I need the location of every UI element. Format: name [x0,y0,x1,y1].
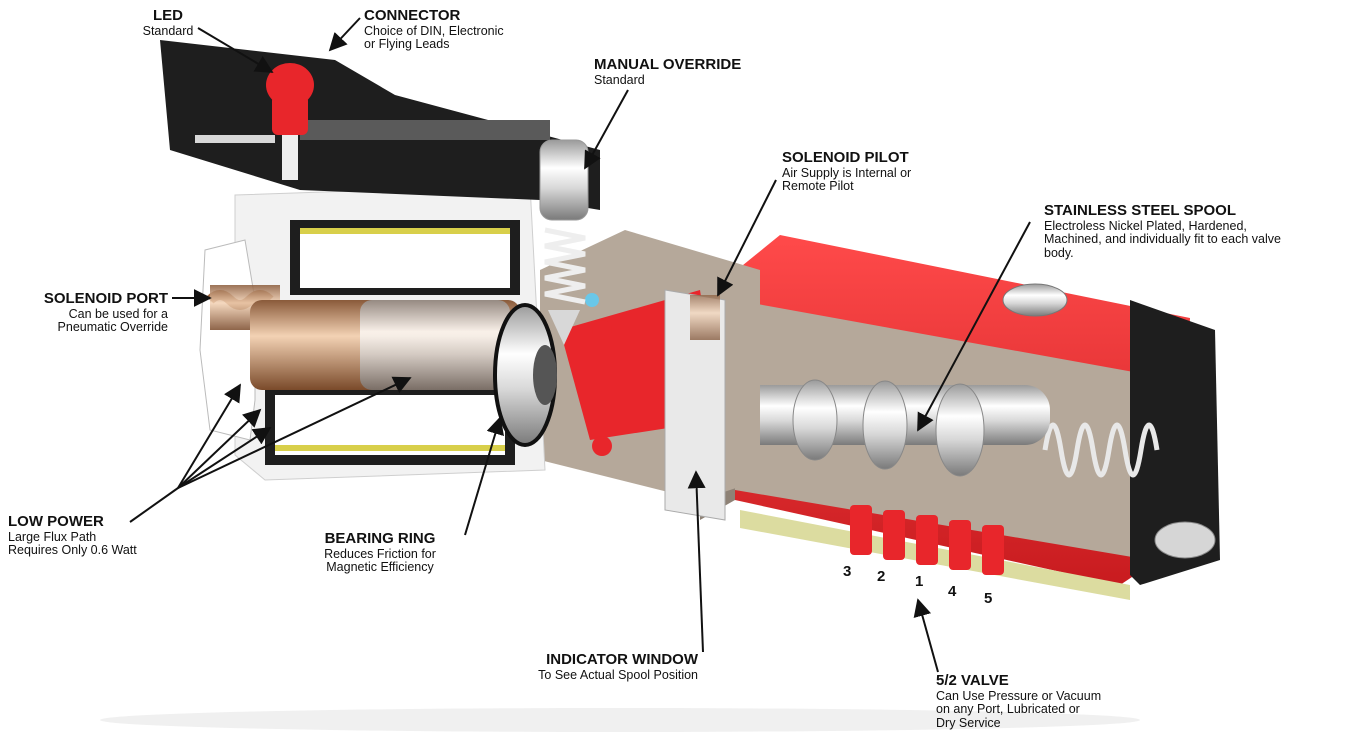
label-manual-override-title: MANUAL OVERRIDE [594,56,742,73]
label-solenoid-pilot-desc2: Remote Pilot [782,179,854,194]
label-solenoid-pilot-title: SOLENOID PILOT [782,149,909,166]
pointer-low-power-b [177,408,262,489]
pointer-connector [328,17,361,52]
label-solenoid-pilot-desc1: Air Supply is Internal or [782,165,912,180]
label-52-valve: 5/2 VALVE Can Use Pressure or Vacuum on … [936,672,1102,731]
label-connector: CONNECTOR Choice of DIN, Electronic or F… [364,7,504,52]
label-indicator-window: INDICATOR WINDOW To See Actual Spool Pos… [480,651,698,682]
label-solenoid-pilot: SOLENOID PILOT Air Supply is Internal or… [782,149,912,194]
pointer-low-power-c [177,427,272,489]
label-52-valve-title: 5/2 VALVE [936,672,1009,689]
label-manual-override: MANUAL OVERRIDE Standard [594,56,742,87]
label-connector-desc2: or Flying Leads [364,37,450,52]
label-solenoid-port: SOLENOID PORT Can be used for a Pneumati… [2,290,168,335]
port-number-4: 4 [948,583,957,600]
pointer-52-valve [913,598,939,673]
pointer-low-power-d [177,376,412,489]
label-bearing-ring-title: BEARING RING [324,530,436,547]
led [266,63,314,180]
label-bearing-ring-desc2: Magnetic Efficiency [326,560,434,575]
label-stainless-spool-desc2: Machined, and individually fit to each v… [1044,232,1281,247]
port-number-3: 3 [843,563,852,580]
label-stainless-spool: STAINLESS STEEL SPOOL Electroless Nickel… [1044,202,1281,261]
label-indicator-window-title: INDICATOR WINDOW [546,651,698,668]
label-low-power-desc1: Large Flux Path [8,529,97,544]
label-bearing-ring: BEARING RING Reduces Friction for Magnet… [290,530,470,575]
label-52-valve-desc2: on any Port, Lubricated or [936,702,1080,717]
label-stainless-spool-desc1: Electroless Nickel Plated, Hardened, [1044,218,1247,233]
pointer-led [197,27,274,73]
pointer-stainless-spool [917,221,1031,432]
label-bearing-ring-desc1: Reduces Friction for [324,546,436,561]
label-led: LED Standard [128,7,208,38]
manual-override [539,139,589,345]
valve-body-red [700,235,1190,600]
label-led-title: LED [153,7,183,24]
label-indicator-window-desc: To See Actual Spool Position [538,667,698,682]
spool [690,379,1050,477]
port-number-5: 5 [984,590,993,607]
solenoid-housing [199,184,557,481]
pointer-bearing-ring [464,416,504,536]
label-52-valve-desc3: Dry Service [936,716,1001,730]
label-solenoid-port-desc2: Pneumatic Override [57,320,168,335]
label-low-power-desc2: Requires Only 0.6 Watt [8,543,137,558]
label-low-power: LOW POWER Large Flux Path Requires Only … [8,513,137,558]
label-solenoid-port-title: SOLENOID PORT [43,290,168,307]
connector-housing [160,40,600,210]
label-52-valve-desc1: Can Use Pressure or Vacuum [936,688,1102,703]
port-number-1: 1 [915,573,924,590]
label-led-desc: Standard [142,23,194,38]
label-manual-override-desc: Standard [594,72,645,87]
pilot-body [540,230,760,521]
label-connector-title: CONNECTOR [364,7,461,24]
pointer-low-power-stem [129,487,179,523]
label-solenoid-port-desc1: Can be used for a [68,306,168,321]
pointer-low-power-a [177,383,241,489]
pointer-solenoid-pilot [717,179,777,297]
return-spring [1042,422,1160,478]
label-stainless-spool-desc3: body. [1044,246,1074,260]
pointer-manual-override [584,89,629,170]
label-low-power-title: LOW POWER [8,513,104,530]
label-stainless-spool-title: STAINLESS STEEL SPOOL [1044,202,1236,219]
pointer-indicator-window [687,470,706,653]
end-cap [1002,283,1220,585]
label-connector-desc1: Choice of DIN, Electronic [364,23,504,38]
pointer-lines [129,17,1031,673]
port-number-2: 2 [877,568,886,585]
